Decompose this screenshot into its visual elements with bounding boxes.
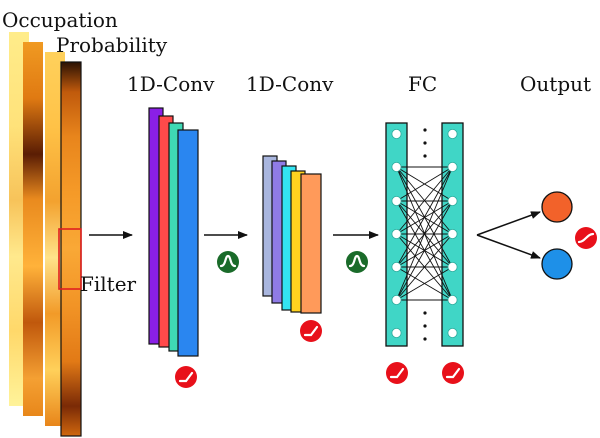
conv1-feature-map (177, 129, 199, 357)
relu-activation-icon (386, 362, 408, 384)
conv2-feature-map (300, 173, 322, 314)
relu-activation-icon (442, 362, 464, 384)
fc-connection (396, 166, 453, 202)
flow-arrows (89, 211, 541, 259)
filter-box (58, 228, 82, 290)
fc-neuron (391, 228, 402, 239)
conv2-label: 1D-Conv (246, 72, 334, 96)
gaussian-activation-icon (346, 251, 368, 273)
fc-neuron (391, 294, 402, 305)
conv1-label: 1D-Conv (127, 72, 215, 96)
fc-neuron (447, 228, 458, 239)
conv2-feature-maps (262, 155, 322, 314)
relu-activation-icon (175, 366, 197, 388)
fc-label: FC (408, 72, 438, 96)
fc-connection (396, 166, 453, 268)
right-arrow-icon (476, 211, 541, 236)
input-strips (9, 32, 82, 437)
input-strip-4 (60, 61, 82, 437)
gaussian-activation-icon (217, 251, 239, 273)
fc-block (385, 122, 464, 347)
fc-connection (396, 200, 453, 301)
filter-label: Filter (80, 272, 137, 296)
fc-connections (396, 166, 453, 301)
activation-badges (175, 227, 597, 388)
output-neuron-orange (541, 191, 573, 223)
fc-connection (396, 266, 453, 301)
fc-neurons (391, 128, 458, 338)
fc-neuron (447, 128, 458, 139)
fc-connection (396, 233, 453, 301)
fc-neuron (447, 261, 458, 272)
fc-neuron (447, 327, 458, 338)
vertical-ellipsis-icon (423, 128, 427, 341)
right-arrow-icon (476, 234, 541, 259)
fc-neuron (447, 195, 458, 206)
fc-neuron (391, 195, 402, 206)
input-strip-3 (45, 52, 65, 426)
input-strip-2 (23, 42, 43, 416)
fc-neuron (391, 128, 402, 139)
probability-label: Probability (56, 33, 168, 57)
fc-connection (396, 166, 453, 301)
sigmoid-activation-icon (575, 227, 597, 249)
conv1-feature-maps (148, 107, 199, 357)
fc-neuron (391, 161, 402, 172)
fc-neuron (391, 327, 402, 338)
fc-neuron (447, 294, 458, 305)
output-label: Output (520, 72, 592, 96)
occupation-label: Occupation (2, 8, 118, 32)
fc-neuron (447, 161, 458, 172)
output-neuron-blue (541, 248, 573, 280)
fc-connection (396, 166, 453, 235)
fc-neuron (391, 261, 402, 272)
relu-activation-icon (300, 320, 322, 342)
